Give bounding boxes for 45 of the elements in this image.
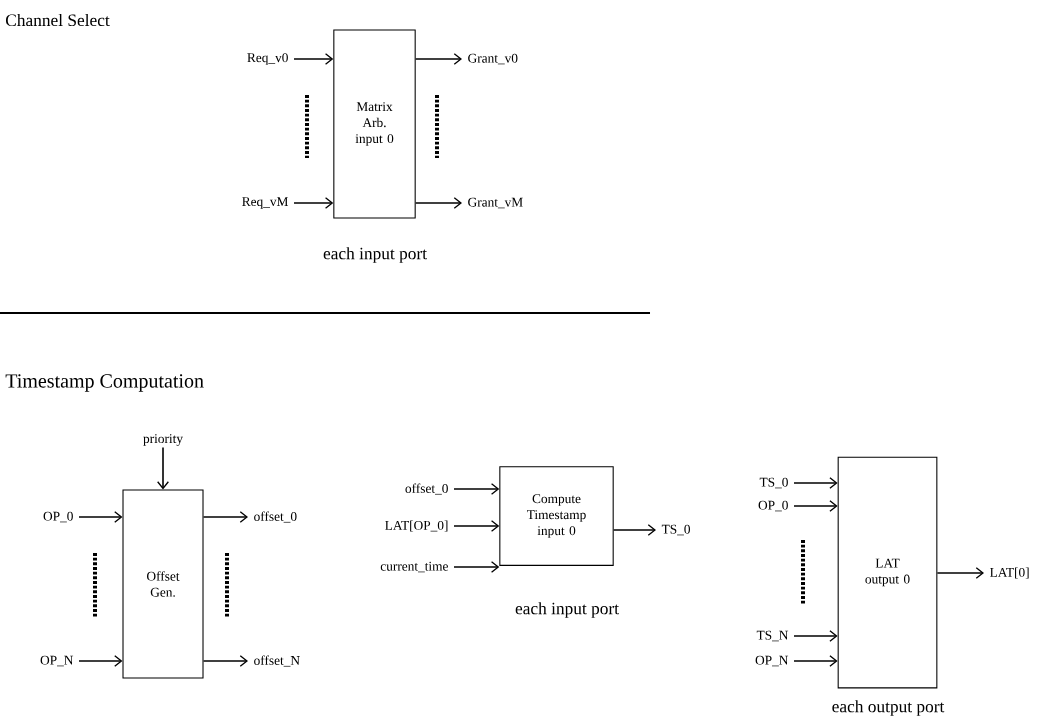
arrow <box>453 520 500 532</box>
arrow <box>793 500 838 512</box>
port-scope-label: each input port <box>515 602 619 618</box>
block-box: Matrix Arb. input 0 <box>333 29 416 219</box>
arrow <box>793 477 838 489</box>
signal-label: priority <box>143 434 183 446</box>
signal-label: LAT[0] <box>990 567 1029 579</box>
arrow <box>936 567 984 579</box>
arrow <box>293 197 334 209</box>
signal-label: TS_N <box>756 630 789 642</box>
arrow <box>414 197 462 209</box>
signal-label: offset_0 <box>254 511 297 523</box>
signal-label: Grant_v0 <box>468 53 518 65</box>
port-scope-label: each output port <box>832 700 945 716</box>
signal-label: OP_0 <box>43 511 73 523</box>
arrow <box>202 655 248 667</box>
signal-label: current_time <box>380 561 448 573</box>
signal-label: OP_N <box>40 655 74 667</box>
block-box: Compute Timestamp input 0 <box>499 466 614 566</box>
block-box: Offset Gen. <box>122 489 204 679</box>
signal-label: offset_0 <box>405 483 448 495</box>
arrow <box>414 53 462 65</box>
arrow <box>157 446 169 490</box>
signal-label: Req_v0 <box>247 53 288 65</box>
block-box: LAT output 0 <box>837 456 938 689</box>
arrow <box>453 483 500 495</box>
signal-label: OP_0 <box>758 500 788 512</box>
arrow <box>612 524 656 536</box>
signal-label: Grant_vM <box>468 197 523 209</box>
signal-label: offset_N <box>254 655 300 667</box>
arrow <box>453 561 500 573</box>
signal-label: TS_0 <box>661 524 690 536</box>
arrow <box>293 53 334 65</box>
arrow <box>78 511 123 523</box>
arrow <box>793 655 838 667</box>
signal-label: Req_vM <box>242 197 289 209</box>
signal-label: LAT[OP_0] <box>385 520 448 532</box>
section-heading: Timestamp Computation <box>5 374 204 392</box>
arrow <box>793 630 838 642</box>
port-scope-label: each input port <box>323 247 427 263</box>
signal-label: TS_0 <box>759 477 788 489</box>
arrow <box>202 511 248 523</box>
signal-label: OP_N <box>755 655 789 667</box>
section-heading: Channel Select <box>6 13 110 27</box>
arrow <box>78 655 123 667</box>
